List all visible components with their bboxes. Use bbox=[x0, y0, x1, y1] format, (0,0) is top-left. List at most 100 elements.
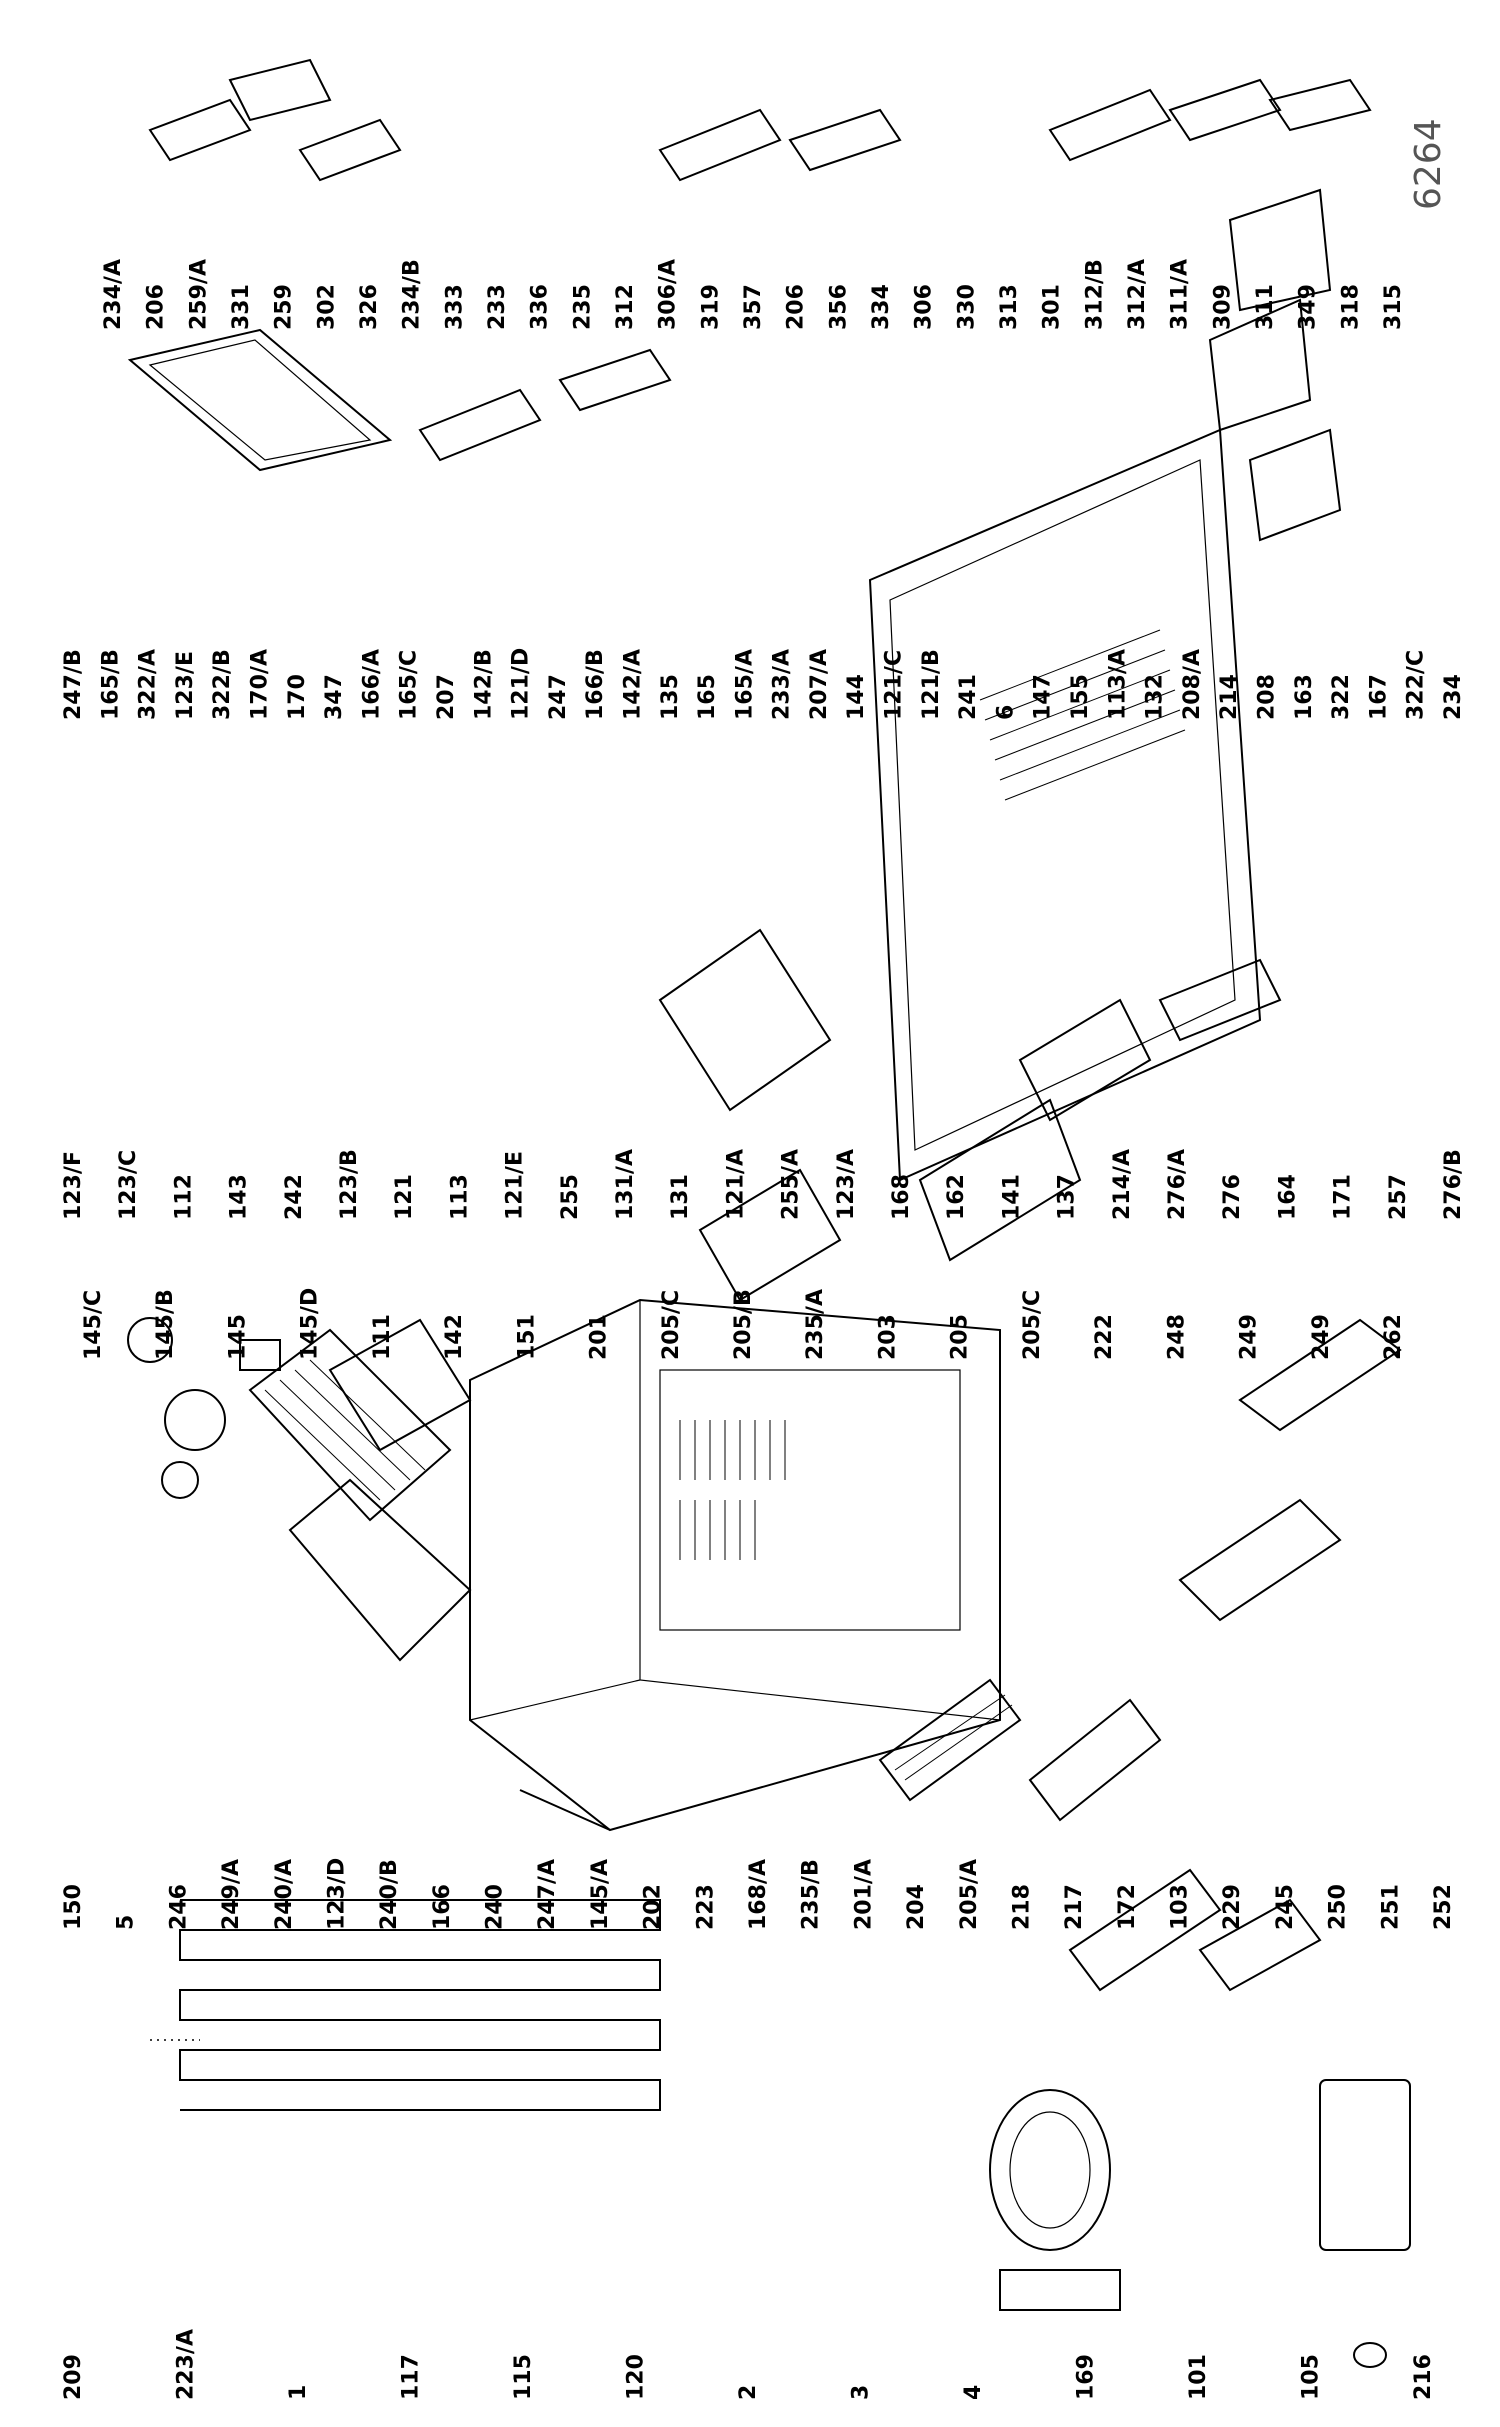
part-label: 331 bbox=[229, 284, 254, 330]
part-label: 322/A bbox=[136, 649, 161, 720]
part-label: 217 bbox=[1062, 1884, 1087, 1930]
cabinet-body-drawing bbox=[469, 1298, 1001, 1832]
part-label: 241 bbox=[956, 674, 981, 720]
part-label: 131/A bbox=[613, 1149, 638, 1220]
part-label: 5 bbox=[114, 1915, 139, 1930]
part-label: 205/B bbox=[731, 1289, 756, 1360]
part-label: 249 bbox=[1237, 1314, 1262, 1360]
part-label: 214/A bbox=[1110, 1149, 1135, 1220]
part-label: 240 bbox=[483, 1884, 508, 1930]
part-label: 223 bbox=[693, 1884, 718, 1930]
part-label: 249 bbox=[1309, 1314, 1334, 1360]
door-drawing bbox=[868, 428, 1262, 1182]
part-label: 123/C bbox=[116, 1150, 141, 1220]
part-label: 165/A bbox=[732, 649, 757, 720]
part-label: 145 bbox=[225, 1314, 250, 1360]
part-label: 170 bbox=[285, 674, 310, 720]
part-label: 204 bbox=[904, 1884, 929, 1930]
part-label: 326 bbox=[357, 284, 382, 330]
part-label: 248 bbox=[1164, 1314, 1189, 1360]
part-label: 142/A bbox=[621, 649, 646, 720]
part-label: 235 bbox=[570, 284, 595, 330]
freezer-evaporator-drawing bbox=[248, 1318, 472, 1662]
part-label: 3 bbox=[849, 2385, 874, 2400]
part-label: 166/A bbox=[359, 649, 384, 720]
part-label: 123/A bbox=[834, 1149, 859, 1220]
part-label: 357 bbox=[741, 284, 766, 330]
part-label: 170/A bbox=[248, 649, 273, 720]
part-label: 301 bbox=[1040, 284, 1065, 330]
part-label: 312 bbox=[613, 284, 638, 330]
part-label: 150 bbox=[61, 1884, 86, 1930]
part-label: 207/A bbox=[807, 649, 832, 720]
part-label: 311/A bbox=[1168, 259, 1193, 330]
part-label: 132 bbox=[1143, 674, 1168, 720]
part-label: 113/A bbox=[1105, 649, 1130, 720]
part-label: 162 bbox=[944, 1174, 969, 1220]
part-label: 276/A bbox=[1165, 1149, 1190, 1220]
part-label: 216 bbox=[1411, 2354, 1436, 2400]
part-label: 276/B bbox=[1441, 1149, 1466, 1220]
drawing-code: 6264 bbox=[1408, 118, 1449, 210]
part-label: 315 bbox=[1381, 284, 1406, 330]
part-label: 165/C bbox=[397, 650, 422, 720]
part-label: 322 bbox=[1329, 674, 1354, 720]
condenser-coil-drawing bbox=[150, 1899, 661, 2111]
part-label: 155 bbox=[1068, 674, 1093, 720]
part-label: 121 bbox=[392, 1174, 417, 1220]
part-label: 302 bbox=[314, 284, 339, 330]
part-label: 257 bbox=[1386, 1174, 1411, 1220]
door-gasket-drawing bbox=[127, 328, 393, 472]
part-label: 144 bbox=[844, 674, 869, 720]
part-label: 123/F bbox=[61, 1151, 86, 1220]
part-label: 101 bbox=[1186, 2354, 1211, 2400]
part-label: 121/B bbox=[919, 649, 944, 720]
part-label: 235/B bbox=[799, 1859, 824, 1930]
part-label: 103 bbox=[1168, 1884, 1193, 1930]
part-label: 2 bbox=[736, 2385, 761, 2400]
part-label: 137 bbox=[1055, 1174, 1080, 1220]
part-label: 123/B bbox=[337, 1149, 362, 1220]
part-label: 208 bbox=[1255, 674, 1280, 720]
control-panel-drawing bbox=[658, 928, 1282, 1302]
part-label: 249/A bbox=[219, 1859, 244, 1930]
part-label: 322/C bbox=[1404, 650, 1429, 720]
part-label: 145/D bbox=[298, 1288, 323, 1360]
part-label: 259/A bbox=[186, 259, 211, 330]
part-label: 169 bbox=[1074, 2354, 1099, 2400]
part-label: 142 bbox=[442, 1314, 467, 1360]
part-label: 229 bbox=[1220, 1884, 1245, 1930]
part-label: 319 bbox=[698, 284, 723, 330]
part-label: 330 bbox=[954, 284, 979, 330]
part-label: 115 bbox=[511, 2354, 536, 2400]
part-label: 259 bbox=[272, 284, 297, 330]
part-label: 247/A bbox=[535, 1859, 560, 1930]
part-label: 251 bbox=[1378, 1884, 1403, 1930]
part-label: 336 bbox=[528, 284, 553, 330]
part-label: 347 bbox=[322, 674, 347, 720]
part-label: 242 bbox=[282, 1174, 307, 1220]
part-label: 201/A bbox=[851, 1859, 876, 1930]
part-label: 218 bbox=[1010, 1884, 1035, 1930]
part-label: 167 bbox=[1366, 674, 1391, 720]
part-label: 166/B bbox=[583, 649, 608, 720]
part-label: 306/A bbox=[656, 259, 681, 330]
bottom-tray-drawing bbox=[1178, 1318, 1402, 1622]
part-label: 205 bbox=[948, 1314, 973, 1360]
part-label: 205/C bbox=[1020, 1290, 1045, 1360]
part-label: 113 bbox=[447, 1174, 472, 1220]
part-label: 250 bbox=[1326, 1884, 1351, 1930]
part-label: 234/B bbox=[400, 259, 425, 330]
part-label: 163 bbox=[1292, 674, 1317, 720]
part-label: 234 bbox=[1441, 674, 1466, 720]
part-label: 356 bbox=[826, 284, 851, 330]
part-label: 206 bbox=[784, 284, 809, 330]
part-label: 240/B bbox=[377, 1859, 402, 1930]
part-label: 145/A bbox=[588, 1859, 613, 1930]
